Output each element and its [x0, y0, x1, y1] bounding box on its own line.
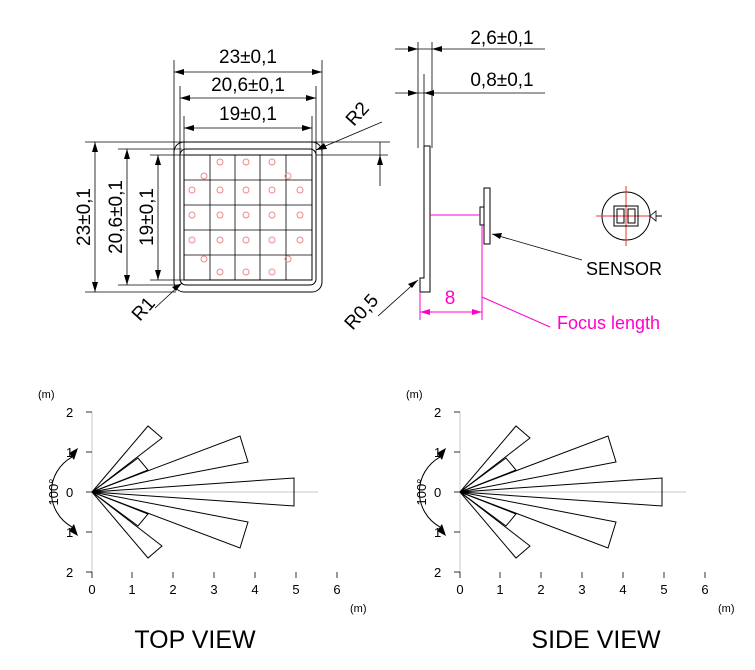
- side-y-tick: 1: [434, 445, 441, 460]
- side-view-y-unit: (m): [406, 389, 423, 401]
- side-view-x-unit: (m): [718, 603, 735, 615]
- top-x-tick: 4: [251, 582, 258, 597]
- side-view-angle-label: 100°: [414, 479, 429, 506]
- top-view-x-unit: (m): [350, 603, 367, 615]
- top-view-detection-zones: [91, 425, 295, 559]
- r2-label: R2: [342, 98, 374, 130]
- sensor-leader: [491, 233, 583, 261]
- lens-profile: [419, 145, 431, 293]
- lens-front-view: 23±0,1 20,6±0,1 19±0,1 23±0,1 20,6±0,1 1…: [74, 47, 390, 325]
- top-y-tick: 1: [66, 525, 73, 540]
- side-view-detection-zones: [459, 425, 663, 559]
- side-y-tick: 2: [434, 405, 441, 420]
- top-x-tick: 1: [128, 582, 135, 597]
- side-y-tick: 2: [434, 565, 441, 580]
- side-view-x-ticks: 0 1 2 3 4 5 6: [456, 572, 709, 597]
- mid-width-label: 20,6±0,1: [211, 75, 285, 96]
- r1-label: R1: [128, 293, 160, 325]
- side-x-tick: 5: [660, 582, 667, 597]
- top-y-tick: 2: [66, 405, 73, 420]
- lens-focal-markers: [188, 158, 304, 276]
- top-y-tick: 2: [66, 565, 73, 580]
- side-y-tick: 1: [434, 525, 441, 540]
- r2-leader: [315, 121, 383, 151]
- sensor-icon: [596, 186, 662, 246]
- side-view-angle-arc: [418, 456, 441, 528]
- top-view-chart: (m) 2 1 0 1 2 0 1 2 3 4 5: [38, 389, 367, 654]
- height-dimension-lines: [85, 141, 390, 293]
- mid-height-label: 20,6±0,1: [106, 180, 127, 254]
- lens-inner-grid-frame: [183, 154, 313, 281]
- sensor-board-profile: [483, 187, 491, 245]
- sensor-window-profile: [479, 206, 485, 226]
- side-x-tick: 4: [619, 582, 626, 597]
- outer-height-label: 23±0,1: [74, 188, 95, 246]
- side-x-tick: 1: [496, 582, 503, 597]
- top-y-tick: 1: [66, 445, 73, 460]
- focus-leader: [481, 296, 551, 328]
- width-dimension-lines: [173, 60, 323, 160]
- sensor-label: SENSOR: [586, 259, 662, 279]
- focus-value-label: 8: [445, 288, 456, 309]
- side-y-tick: 0: [434, 485, 441, 500]
- side-view-title: SIDE VIEW: [531, 626, 661, 654]
- top-x-tick: 0: [88, 582, 95, 597]
- side-x-tick: 3: [578, 582, 585, 597]
- top-view-angle-label: 100°: [46, 479, 61, 506]
- focus-length-label: Focus length: [557, 313, 660, 333]
- side-view-chart: (m) 2 1 0 1 2 0 1 2 3 4 5: [406, 389, 735, 654]
- top-x-tick: 6: [333, 582, 340, 597]
- thickness-label: 2,6±0,1: [470, 28, 533, 49]
- top-x-tick: 3: [210, 582, 217, 597]
- lens-thickness-label: 0,8±0,1: [470, 70, 533, 91]
- inner-width-label: 19±0,1: [219, 104, 277, 125]
- lens-side-view: 2,6±0,1 0,8±0,1 8 Focus length R0,5 SENS…: [341, 28, 662, 334]
- r05-label: R0,5: [341, 290, 383, 334]
- outer-width-label: 23±0,1: [219, 47, 277, 68]
- top-view-title: TOP VIEW: [134, 626, 256, 654]
- top-y-tick: 0: [66, 485, 73, 500]
- top-x-tick: 2: [169, 582, 176, 597]
- lens-segment-grid: [184, 155, 312, 280]
- inner-height-label: 19±0,1: [137, 188, 158, 246]
- top-x-tick: 5: [292, 582, 299, 597]
- side-x-tick: 6: [701, 582, 708, 597]
- lens-outer-outline: [173, 141, 323, 293]
- top-view-y-unit: (m): [38, 389, 55, 401]
- side-x-tick: 2: [537, 582, 544, 597]
- top-view-y-ticks: 2 1 0 1 2: [66, 405, 92, 580]
- side-x-tick: 0: [456, 582, 463, 597]
- top-view-angle-arc: [50, 456, 73, 528]
- side-view-y-ticks: 2 1 0 1 2: [434, 405, 460, 580]
- lens-mid-outline: [179, 148, 317, 286]
- top-view-x-ticks: 0 1 2 3 4 5 6: [88, 572, 341, 597]
